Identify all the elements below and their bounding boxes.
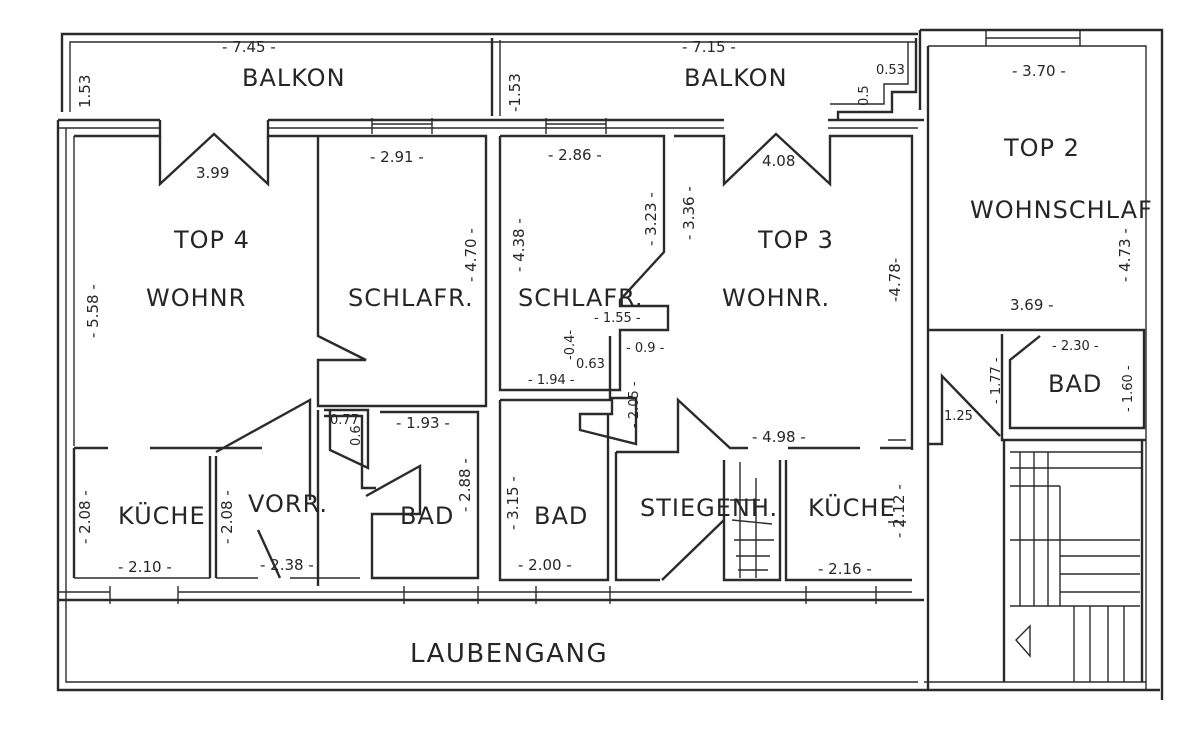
dim-1-25: 1.25 <box>944 409 973 424</box>
label-wohnr3: WOHNR. <box>722 284 830 312</box>
dim-3-70: - 3.70 - <box>1012 62 1066 80</box>
dim-4-08: 4.08 <box>762 152 795 170</box>
room-labels: BALKON BALKON TOP 4 WOHNR SCHLAFR. SCHLA… <box>118 64 1153 669</box>
label-top3: TOP 3 <box>757 226 834 254</box>
dim-2-91: - 2.91 - <box>370 148 424 166</box>
dim-2-08-b: - 2.08 - <box>218 490 236 544</box>
label-laubengang: LAUBENGANG <box>410 639 608 669</box>
dim-2-16: - 2.16 - <box>818 560 872 578</box>
dim-1-77: - 1.77 - <box>989 357 1004 404</box>
label-bad3: BAD <box>534 502 588 530</box>
dim-3-15: - 3.15 - <box>504 476 522 530</box>
dim-0-53-b: 0.5 <box>857 85 872 106</box>
dim-4-98: - 4.98 - <box>752 428 806 446</box>
interior-walls <box>72 120 1146 682</box>
dim-3-36: - 3.36 - <box>680 186 698 240</box>
dim-2-88: - 2.88 - <box>456 458 474 512</box>
dim-4-70: - 4.70 - <box>462 228 480 282</box>
label-bad2: BAD <box>1048 370 1102 398</box>
label-vorr: VORR. <box>248 490 328 518</box>
windows <box>109 118 906 604</box>
dim-7-45: - 7.45 - <box>222 38 276 56</box>
dim-4-38: - 4.38 - <box>510 218 528 272</box>
label-schlafr4: SCHLAFR. <box>348 284 474 312</box>
dim-1-93: - 1.93 - <box>396 414 450 432</box>
dim-3-99: 3.99 <box>196 164 229 182</box>
dim-2-00: - 2.00 - <box>518 556 572 574</box>
outer-walls <box>56 28 1164 700</box>
dim-7-15: - 7.15 - <box>682 38 736 56</box>
dim-0-4: -0.4- <box>563 330 578 360</box>
dim-1-53-left: 1.53 <box>76 75 94 108</box>
dim-0-6: 0.6 <box>349 425 364 446</box>
dim-1-94: - 1.94 - <box>528 373 575 388</box>
dim-1-53-mid: -1.53 <box>506 73 524 112</box>
label-schlafr3: SCHLAFR. <box>518 284 644 312</box>
dim-0-53-a: 0.53 <box>876 63 905 78</box>
dim-5-58: - 5.58 - <box>84 284 102 338</box>
label-top2: TOP 2 <box>1003 134 1080 162</box>
dim-2-86: - 2.86 - <box>548 146 602 164</box>
dim-3-69: 3.69 - <box>1010 296 1054 314</box>
label-balkon-left: BALKON <box>242 64 346 92</box>
dim-1-60: - 1.60 - <box>1121 365 1136 412</box>
label-balkon-mid: BALKON <box>684 64 788 92</box>
dim-0-9: - 0.9 - <box>626 341 665 356</box>
dim-2-12: - 2.12 - <box>890 484 908 538</box>
dim-4-73: - 4.73 - <box>1116 228 1134 282</box>
label-stiegenh: STIEGENH. <box>640 494 778 522</box>
dim-0-63: 0.63 <box>576 357 605 372</box>
label-wohnr4: WOHNR <box>146 284 246 312</box>
dim-1-55: - 1.55 - <box>594 311 641 326</box>
dim-2-30: - 2.30 - <box>1052 339 1099 354</box>
dim-2-05: - 2.05 - <box>627 381 642 428</box>
label-wohnschlaf: WOHNSCHLAF <box>970 196 1153 224</box>
dim-0-77: 0.77 <box>330 413 359 428</box>
dim-4-78: -4.78- <box>886 258 904 302</box>
dim-3-23: - 3.23 - <box>642 192 660 246</box>
label-kueche4: KÜCHE <box>118 501 206 530</box>
dim-2-08-a: - 2.08 - <box>76 490 94 544</box>
dimension-labels: - 7.45 - 1.53 - 7.15 - -1.53 0.53 0.5 - … <box>76 38 1136 578</box>
dim-2-38: - 2.38 - <box>260 556 314 574</box>
dim-2-10: - 2.10 - <box>118 558 172 576</box>
label-top4: TOP 4 <box>173 226 250 254</box>
label-kueche3: KÜCHE <box>808 493 896 522</box>
label-bad4: BAD <box>400 502 454 530</box>
